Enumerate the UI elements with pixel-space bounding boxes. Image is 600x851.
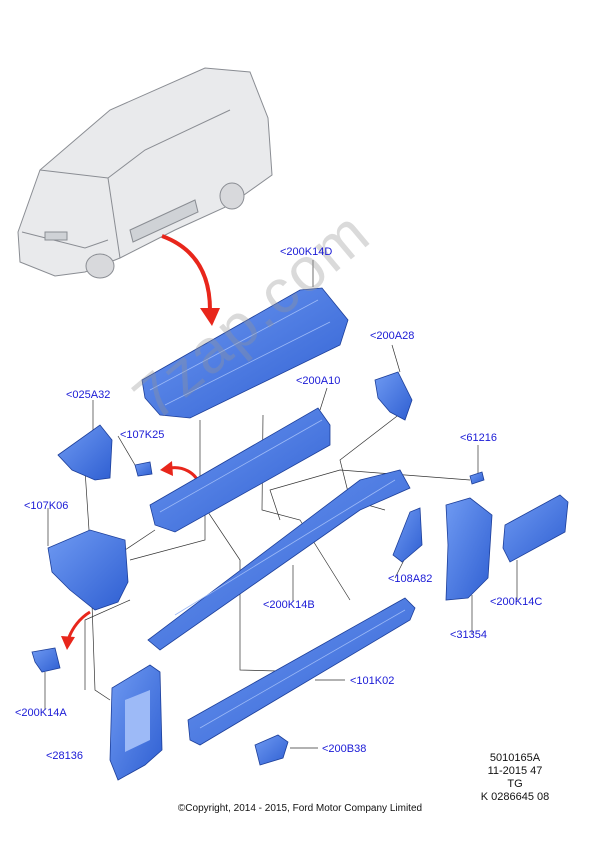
label-108A82[interactable]: <108A82: [388, 573, 433, 585]
part-200K14D[interactable]: [141, 287, 349, 419]
part-025A32[interactable]: [57, 424, 113, 481]
label-200K14B[interactable]: <200K14B: [263, 599, 315, 611]
part-200K14A[interactable]: [31, 647, 61, 673]
part-31354[interactable]: [445, 497, 493, 601]
label-200K14A[interactable]: <200K14A: [15, 707, 67, 719]
part-28136[interactable]: [109, 664, 163, 781]
red-arrow-van: [161, 234, 220, 326]
part-107K25[interactable]: [134, 461, 153, 477]
info-line-3: TG: [507, 778, 523, 790]
label-107K06[interactable]: <107K06: [24, 500, 69, 512]
part-108A82[interactable]: [392, 507, 423, 563]
label-101K02[interactable]: <101K02: [350, 675, 395, 687]
label-28136[interactable]: <28136: [46, 750, 84, 762]
info-line-2: 11-2015 47: [487, 765, 543, 777]
label-200A28[interactable]: <200A28: [370, 330, 415, 342]
info-line-1: 5010165A: [489, 752, 541, 764]
label-200B38[interactable]: <200B38: [322, 743, 367, 755]
part-101K02[interactable]: [187, 597, 416, 746]
info-block: 5010165A 11-2015 47 TG K 0286645 08: [460, 752, 570, 804]
label-200K14D[interactable]: <200K14D: [280, 246, 333, 258]
part-200K14B[interactable]: [147, 469, 411, 651]
label-31354[interactable]: <31354: [450, 629, 488, 641]
part-107K06[interactable]: [47, 529, 129, 611]
van-illustration: [17, 67, 273, 279]
info-line-4: K 0286645 08: [480, 791, 550, 803]
copyright-text: ©Copyright, 2014 - 2015, Ford Motor Comp…: [177, 803, 423, 814]
label-025A32[interactable]: <025A32: [66, 389, 111, 401]
label-200K14C[interactable]: <200K14C: [490, 596, 543, 608]
part-200A28[interactable]: [374, 371, 413, 421]
part-61216[interactable]: [469, 471, 485, 485]
part-200K14C[interactable]: [502, 494, 569, 563]
label-107K25[interactable]: <107K25: [120, 429, 165, 441]
red-arrow-200K14A: [61, 610, 91, 650]
label-61216[interactable]: <61216: [460, 432, 498, 444]
label-200A10[interactable]: <200A10: [296, 375, 341, 387]
part-200A10[interactable]: [149, 407, 331, 533]
part-200B38[interactable]: [254, 734, 289, 766]
